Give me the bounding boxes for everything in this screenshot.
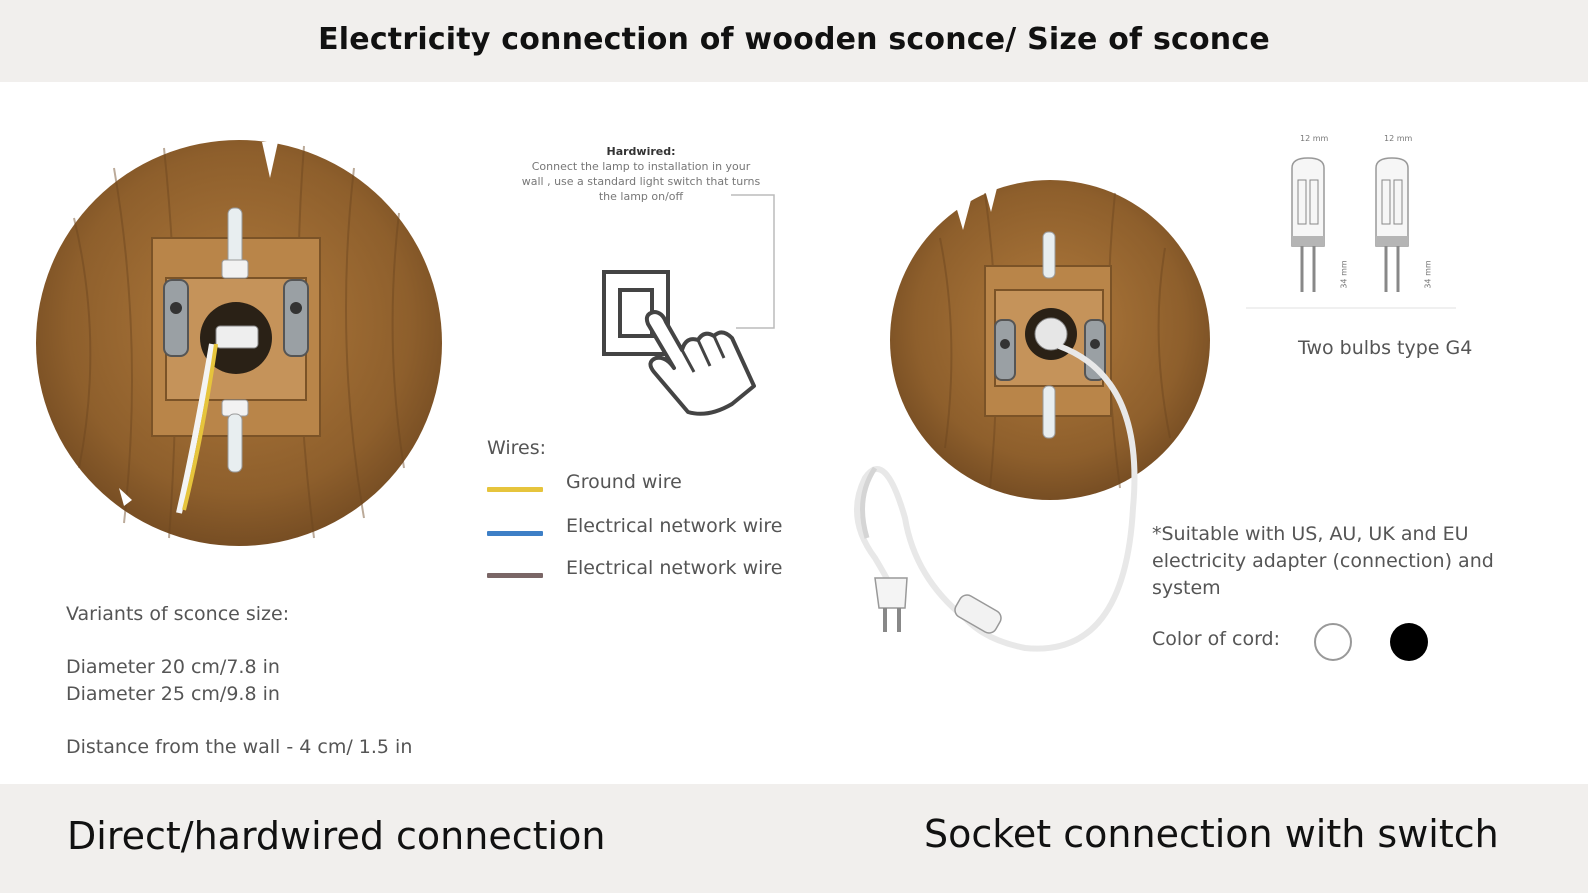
wire-swatch-ground — [487, 487, 543, 492]
bulb-type-label: Two bulbs type G4 — [1298, 337, 1473, 359]
bulb-width-label-1: 12 mm — [1300, 134, 1329, 143]
cord-color-black-swatch[interactable] — [1390, 623, 1428, 661]
socket-connection-title: Socket connection with switch — [924, 812, 1499, 856]
hardwired-note-body: Connect the lamp to installation in your… — [521, 160, 761, 203]
size-line-25cm: Diameter 25 cm/9.8 in — [66, 683, 280, 705]
wire-swatch-brown — [487, 573, 543, 578]
cord-color-white-swatch[interactable] — [1314, 623, 1352, 661]
socket-sconce-photo — [854, 180, 1210, 652]
sizes-heading: Variants of sconce size: — [66, 603, 290, 625]
page-title: Electricity connection of wooden sconce/… — [318, 22, 1270, 57]
size-line-20cm: Diameter 20 cm/7.8 in — [66, 656, 280, 678]
footer-band: Direct/hardwired connection Socket conne… — [0, 784, 1588, 893]
bulb-height-label-1: 34 mm — [1339, 260, 1349, 289]
wire-label-ground: Ground wire — [566, 471, 682, 493]
bulb-width-label-2: 12 mm — [1384, 134, 1413, 143]
hardwired-note-heading: Hardwired: — [606, 145, 676, 158]
wires-label: Wires: — [487, 437, 547, 459]
wall-switch-hand-icon — [602, 194, 775, 416]
cord-color-label: Color of cord: — [1152, 628, 1281, 650]
header-band: Electricity connection of wooden sconce/… — [0, 0, 1588, 82]
hardwired-note: Hardwired: Connect the lamp to installat… — [520, 144, 762, 204]
g4-bulbs-diagram — [1246, 157, 1456, 309]
compatibility-note: *Suitable with US, AU, UK and EU electri… — [1152, 523, 1494, 599]
wall-distance: Distance from the wall - 4 cm/ 1.5 in — [66, 736, 413, 758]
wire-swatch-blue — [487, 531, 543, 536]
wire-label-blue: Electrical network wire — [566, 515, 783, 537]
wire-label-brown: Electrical network wire — [566, 557, 783, 579]
hardwired-sconce-photo — [36, 140, 442, 546]
bulb-height-label-2: 34 mm — [1423, 260, 1433, 289]
hardwired-connection-title: Direct/hardwired connection — [67, 814, 606, 858]
